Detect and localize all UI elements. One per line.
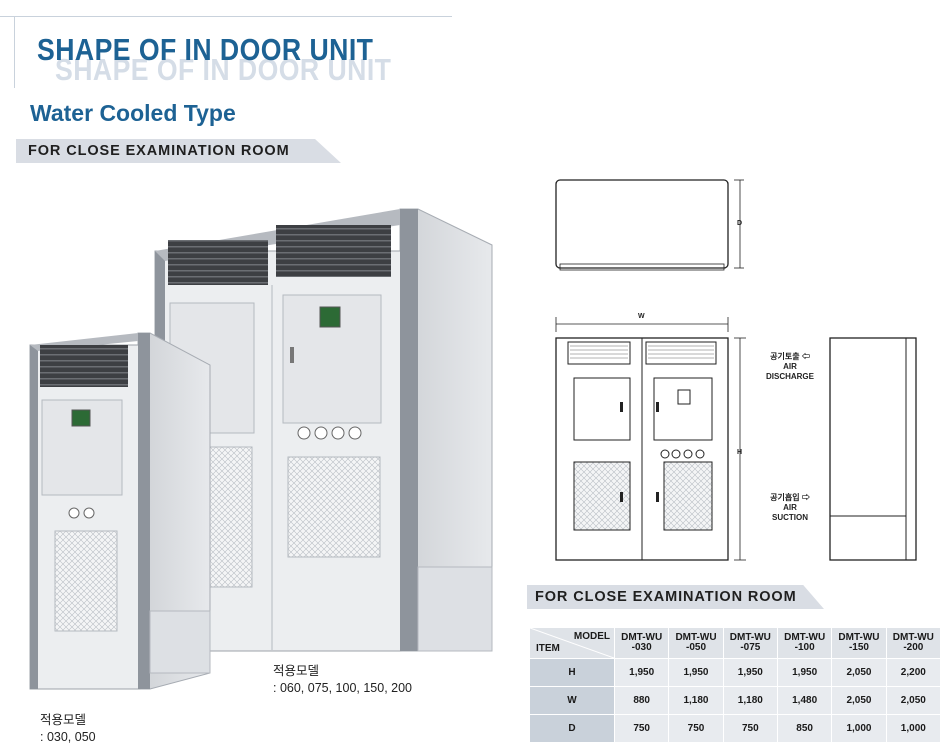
- air-discharge-label: 공기토출 ⇦ AIR DISCHARGE: [760, 352, 820, 382]
- air-suction-grille-left: [209, 446, 253, 588]
- table-cell: 2,050: [831, 686, 887, 715]
- model-header: DMT-WU-150: [831, 627, 887, 659]
- row-item-label: H: [529, 658, 615, 687]
- side-view-drawing: [829, 337, 917, 561]
- page-title-shadow: SHAPE OF IN DOOR UNIT: [55, 52, 392, 87]
- corner-item-label: ITEM: [536, 643, 560, 654]
- indoor-units-photo: [29, 208, 493, 690]
- table-cell: 1,950: [668, 658, 724, 687]
- header-top-rule: [0, 16, 452, 17]
- page-subtitle: Water Cooled Type: [30, 100, 236, 126]
- air-suction-line2: SUCTION: [772, 513, 808, 522]
- small-unit-caption: 적용모델 : 030, 050: [40, 712, 96, 746]
- top-view-drawing: [555, 179, 744, 271]
- dimension-label-h: H: [737, 449, 743, 456]
- table-cell: 1,480: [776, 686, 833, 715]
- air-suction-line1: AIR: [783, 503, 797, 512]
- model-header: DMT-WU-100: [776, 627, 833, 659]
- model-header: DMT-WU-050: [668, 627, 724, 659]
- dimension-label-d: D: [737, 220, 743, 227]
- air-discharge-korean: 공기토출: [770, 352, 800, 361]
- table-cell: 2,050: [885, 686, 942, 715]
- table-cell: 2,050: [831, 658, 887, 687]
- air-discharge-line1: AIR: [783, 362, 797, 371]
- table-row: W 880 1,180 1,180 1,480 2,050 2,050: [529, 686, 942, 715]
- small-unit: [29, 332, 211, 690]
- table-cell: 880: [613, 686, 670, 715]
- table-cell: 2,200: [885, 658, 942, 687]
- air-suction-korean: 공기흡입: [770, 493, 800, 502]
- table-cell: 750: [668, 714, 724, 743]
- table-row: D 750 750 750 850 1,000 1,000: [529, 714, 942, 743]
- page-title: SHAPE OF IN DOOR UNIT: [37, 32, 374, 67]
- table-cell: 850: [776, 714, 833, 743]
- small-unit-grille: [54, 530, 118, 632]
- table-cell: 1,000: [831, 714, 887, 743]
- table-cell: 750: [722, 714, 778, 743]
- large-unit-caption-models: : 060, 075, 100, 150, 200: [273, 681, 413, 695]
- corner-model-label: MODEL: [573, 631, 610, 642]
- small-unit-caption-title: 적용모델: [40, 713, 87, 727]
- front-view-drawing: [555, 337, 729, 561]
- small-unit-louver: [40, 345, 128, 387]
- table-cell: 1,180: [722, 686, 778, 715]
- table-header-row: MODEL ITEM DMT-WU-030 DMT-WU-050 DMT-WU-…: [529, 627, 942, 659]
- dimension-label-w: W: [638, 313, 645, 320]
- arrow-right-icon: ⇨: [801, 493, 810, 502]
- large-unit-caption: 적용모델 : 060, 075, 100, 150, 200: [273, 663, 412, 697]
- table-cell: 1,950: [776, 658, 833, 687]
- air-discharge-louver-right: [276, 225, 391, 277]
- arrow-left-icon: ⇦: [801, 352, 810, 361]
- air-discharge-louver-left: [168, 240, 268, 285]
- dimension-spec-table: MODEL ITEM DMT-WU-030 DMT-WU-050 DMT-WU-…: [529, 627, 942, 743]
- table-cell: 750: [613, 714, 670, 743]
- corner-diagonal: [530, 628, 614, 658]
- model-header: DMT-WU-200: [885, 627, 942, 659]
- small-unit-display: [71, 409, 91, 427]
- air-suction-grille-right: [287, 456, 381, 558]
- air-discharge-line2: DISCHARGE: [765, 372, 814, 381]
- air-suction-label: 공기흡입 ⇨ AIR SUCTION: [760, 493, 820, 523]
- table-row: H 1,950 1,950 1,950 1,950 2,050 2,200: [529, 658, 942, 687]
- small-unit-caption-models: : 030, 050: [40, 730, 96, 744]
- dimension-drawings: [555, 179, 917, 561]
- table-cell: 1,180: [668, 686, 724, 715]
- large-unit-caption-title: 적용모델: [273, 664, 320, 678]
- row-item-label: D: [529, 714, 615, 743]
- table-corner-cell: MODEL ITEM: [529, 627, 615, 659]
- model-header: DMT-WU-030: [613, 627, 670, 659]
- header-left-rule: [14, 16, 15, 88]
- section-banner-table: FOR CLOSE EXAMINATION ROOM: [527, 585, 824, 609]
- control-panel-display: [319, 306, 341, 328]
- model-header: DMT-WU-075: [722, 627, 778, 659]
- section-banner-top: FOR CLOSE EXAMINATION ROOM: [16, 139, 341, 163]
- table-cell: 1,950: [613, 658, 670, 687]
- row-item-label: W: [529, 686, 615, 715]
- table-cell: 1,000: [885, 714, 942, 743]
- table-cell: 1,950: [722, 658, 778, 687]
